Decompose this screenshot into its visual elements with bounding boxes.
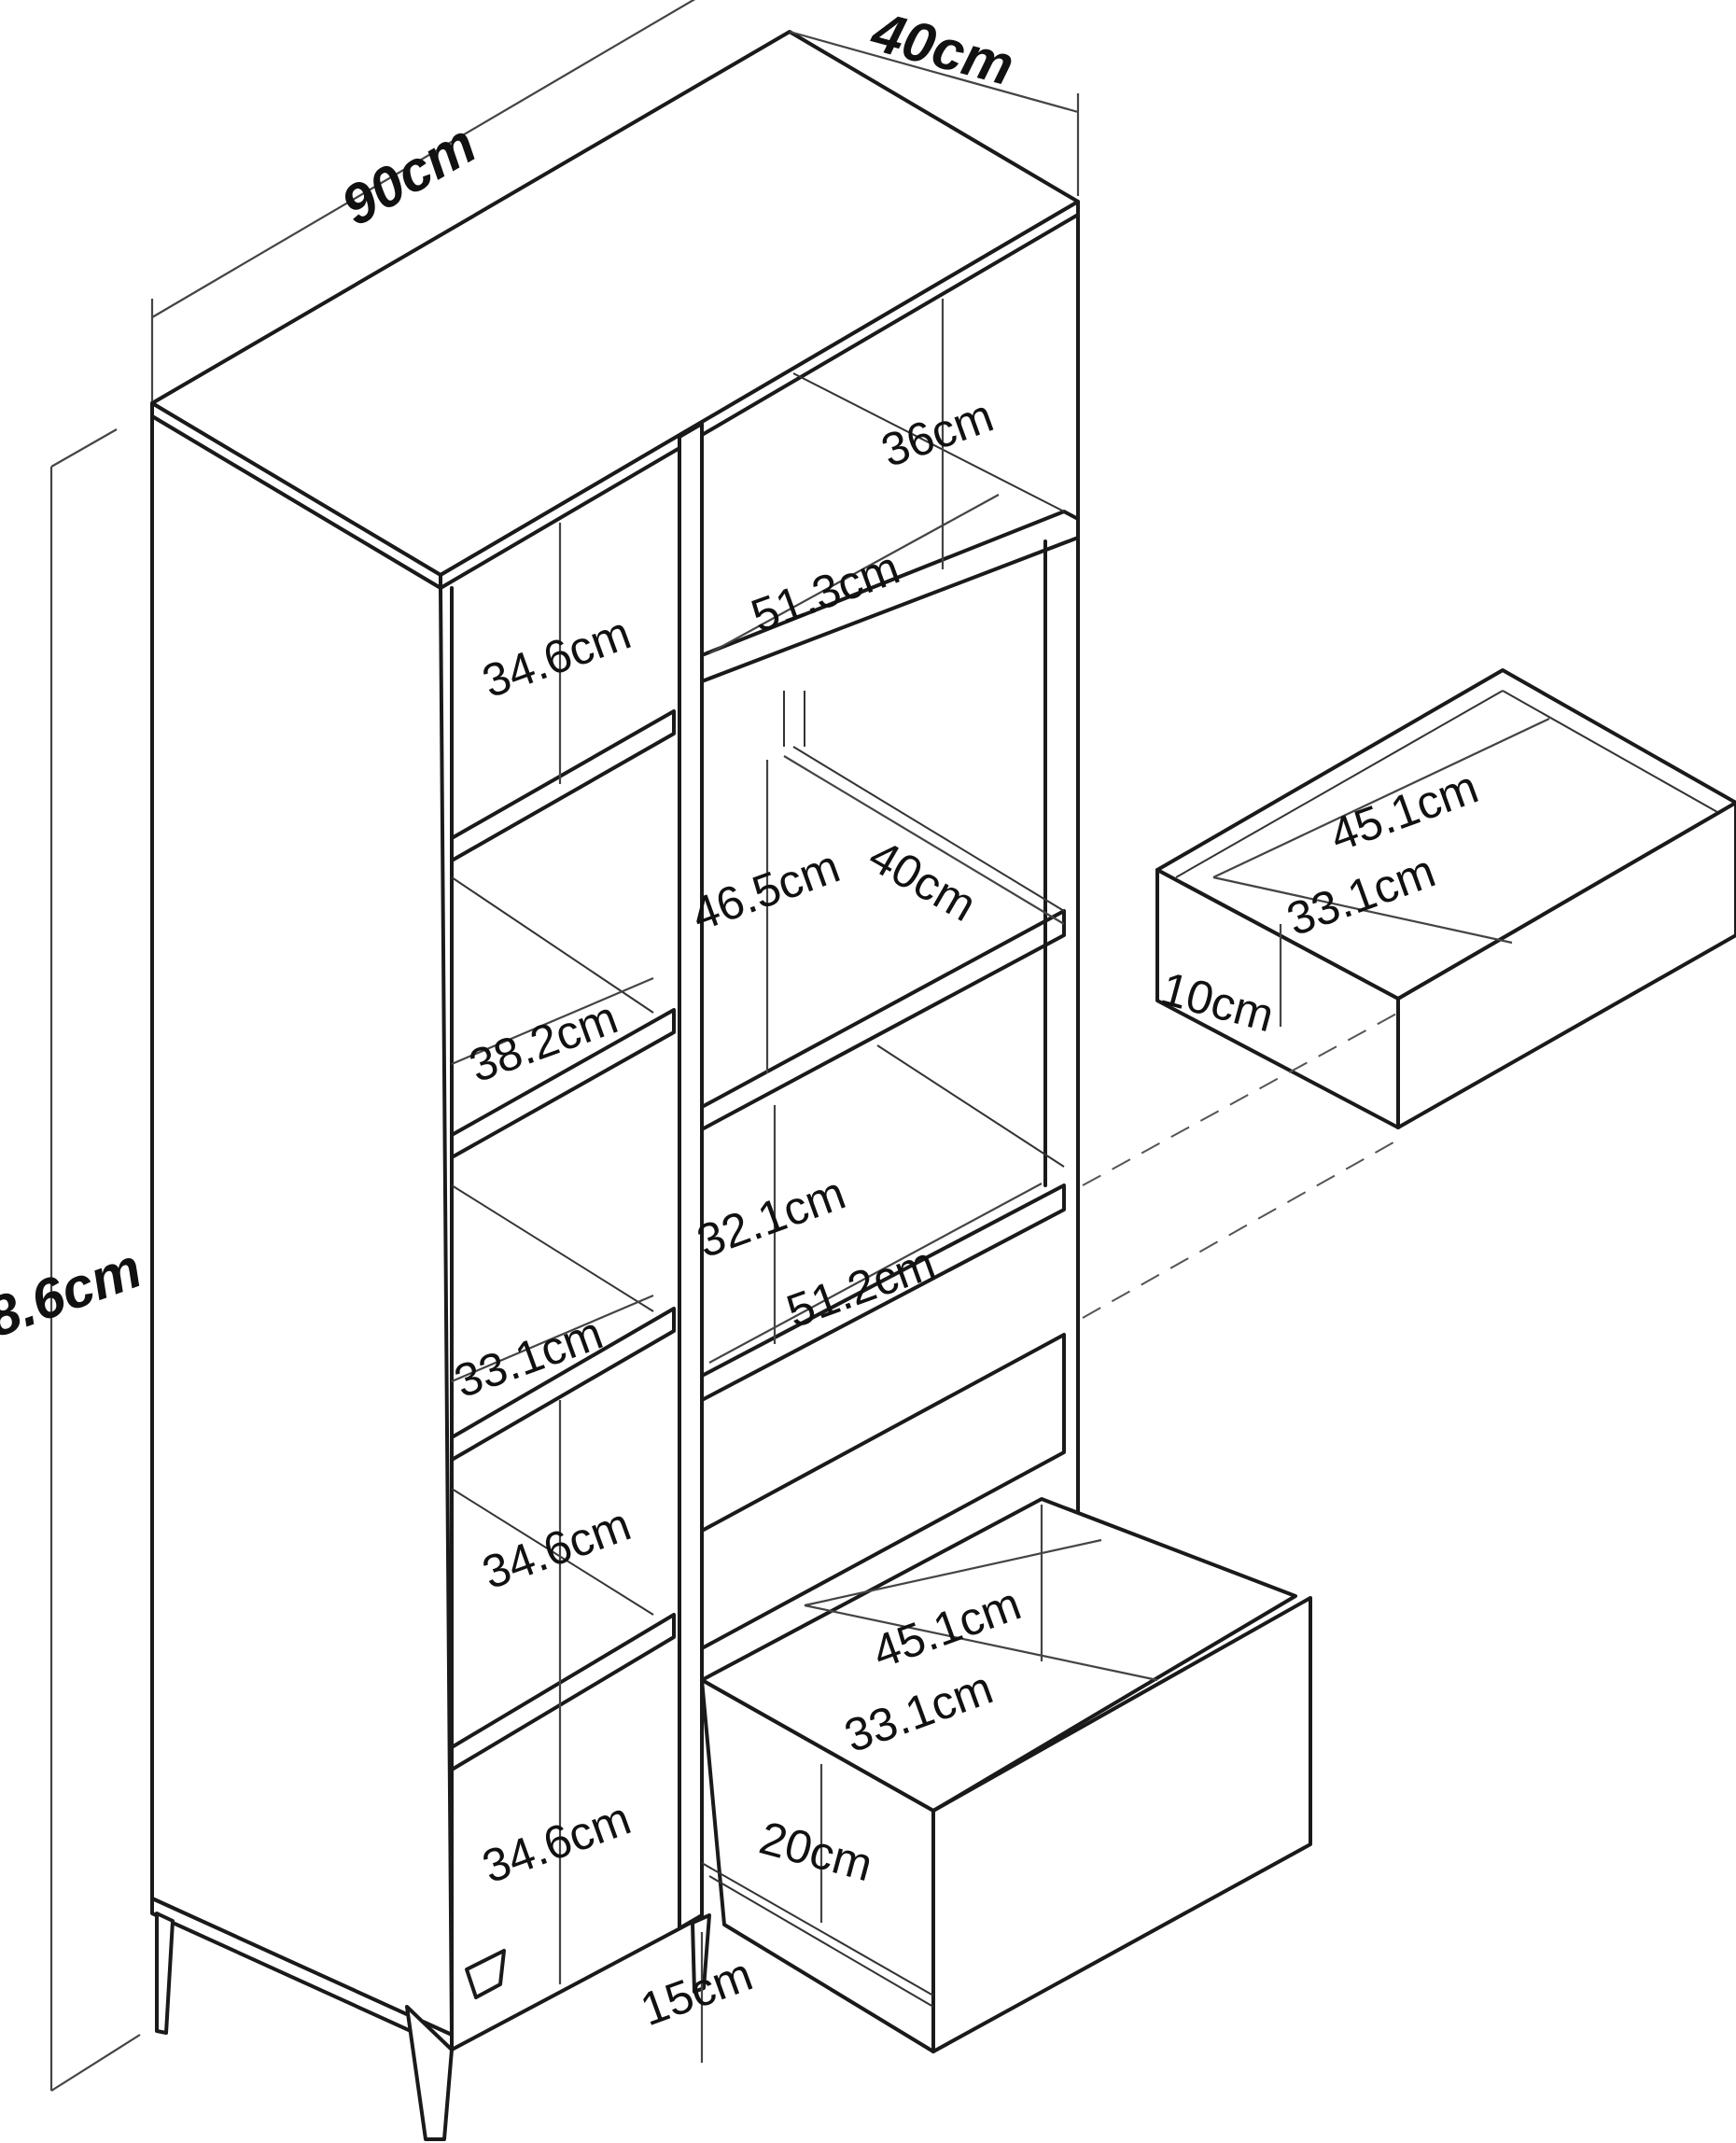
label-overall-width: 90cm <box>331 112 486 238</box>
small-drawer-front <box>1396 801 1736 1129</box>
cabinet-left-side <box>150 414 454 2037</box>
label-left-top-shelf-height: 34.6cm <box>476 607 637 708</box>
label-middle-shelf-depth: 40cm <box>861 829 986 931</box>
left-shelf-2 <box>450 1008 676 1159</box>
label-top-right-opening-height: 36cm <box>875 389 1000 477</box>
center-divider <box>678 422 704 1930</box>
right-shelf-middle <box>700 909 1066 1131</box>
large-drawer <box>700 1497 1312 2053</box>
leg-front-center <box>405 2005 454 2141</box>
label-left-fourth-shelf-height: 34.6cm <box>476 1498 637 1600</box>
cabinet-body <box>150 30 1080 2141</box>
label-left-bottom-shelf-height: 34.6cm <box>476 1792 637 1894</box>
label-overall-depth: 40cm <box>865 0 1021 97</box>
right-shelf-lower <box>700 1184 1066 1402</box>
label-left-second-shelf-depth: 38.2cm <box>463 991 624 1093</box>
left-shelf-3 <box>450 1307 676 1462</box>
alignment-guide-upper <box>1082 1011 1401 1186</box>
leg-back-center <box>465 1949 506 1999</box>
left-shelf-4 <box>450 1613 676 1772</box>
leg-front-left <box>155 1912 175 2035</box>
large-drawer-front <box>931 1596 1312 2053</box>
closed-drawer-front <box>700 1333 1066 1650</box>
label-overall-height: 98.6cm <box>0 1236 149 1360</box>
alignment-guide-lower <box>1082 1138 1401 1319</box>
label-right-lower-open-height: 32.1cm <box>691 1167 852 1268</box>
right-shelf-top <box>700 510 1080 683</box>
label-right-lower-open-width: 51.2cm <box>780 1237 942 1338</box>
label-middle-open-height: 46.5cm <box>685 840 847 942</box>
dimension-lines <box>49 0 1550 2092</box>
small-drawer <box>1155 668 1736 1129</box>
cabinet-right-side <box>1062 213 1080 1579</box>
left-shelf-1 <box>450 709 676 862</box>
